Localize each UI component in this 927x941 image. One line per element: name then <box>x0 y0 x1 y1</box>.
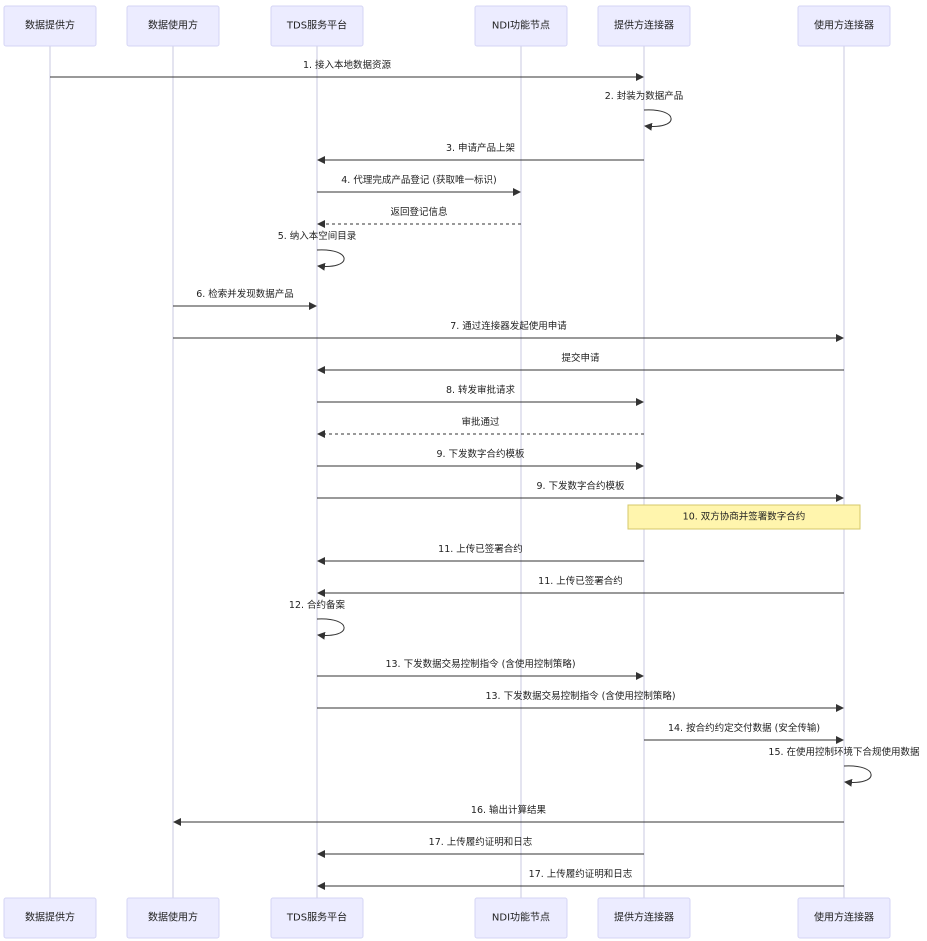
message-label: 9. 下发数字合约模板 <box>536 480 625 492</box>
actor-box <box>474 897 568 939</box>
message: 12. 合约备案 <box>289 599 346 640</box>
message: 14. 按合约约定交付数据 (安全传输) <box>644 722 844 744</box>
actor-label: TDS服务平台 <box>286 911 347 924</box>
message-label: 返回登记信息 <box>390 206 447 218</box>
message: 9. 下发数字合约模板 <box>317 480 844 502</box>
actors-top: 数据提供方 数据使用方 TDS服务平台 NDI功能节点 提供方连接器 使用方连接器 <box>3 5 891 47</box>
message-label: 1. 接入本地数据资源 <box>303 59 392 71</box>
message: 15. 在使用控制环境下合规使用数据 <box>768 746 920 787</box>
message-label: 16. 输出计算结果 <box>471 804 547 816</box>
message-label: 11. 上传已签署合约 <box>538 575 623 587</box>
actor-provider-bottom: 数据提供方 <box>3 897 97 939</box>
actor-label: 提供方连接器 <box>614 19 674 32</box>
message: 7. 通过连接器发起使用申请 <box>173 320 844 342</box>
message-label: 15. 在使用控制环境下合规使用数据 <box>768 746 920 758</box>
actor-provider-top: 数据提供方 <box>3 5 97 47</box>
actor-box <box>797 5 891 47</box>
actor-label: 数据提供方 <box>25 19 75 32</box>
message: 审批通过 <box>317 416 644 438</box>
actor-box <box>3 897 97 939</box>
message: 9. 下发数字合约模板 <box>317 448 644 470</box>
actor-label: 数据使用方 <box>148 19 198 32</box>
actor-box <box>597 5 691 47</box>
actor-box <box>270 5 364 47</box>
message: 11. 上传已签署合约 <box>317 543 644 565</box>
self-message-arrow <box>316 249 345 271</box>
actor-tds-bottom: TDS服务平台 <box>270 897 364 939</box>
message-label: 审批通过 <box>461 416 500 428</box>
message: 16. 输出计算结果 <box>173 804 844 826</box>
actor-box <box>126 897 220 939</box>
self-message-arrow <box>843 765 872 787</box>
actor-box <box>474 5 568 47</box>
actor-ndi-bottom: NDI功能节点 <box>474 897 568 939</box>
message-label: 提交申请 <box>561 352 600 364</box>
actor-tds-top: TDS服务平台 <box>270 5 364 47</box>
message-label: 13. 下发数据交易控制指令 (含使用控制策略) <box>485 690 675 702</box>
message: 返回登记信息 <box>317 206 521 228</box>
message-label: 2. 封装为数据产品 <box>605 90 684 102</box>
actor-label: 数据提供方 <box>25 911 75 924</box>
message-label: 12. 合约备案 <box>289 599 346 611</box>
message: 4. 代理完成产品登记 (获取唯一标识) <box>317 174 521 196</box>
actor-label: NDI功能节点 <box>492 911 550 924</box>
message-label: 4. 代理完成产品登记 (获取唯一标识) <box>341 174 497 186</box>
messages: 1. 接入本地数据资源 2. 封装为数据产品 3. 申请产品上架 4. 代理完成产品登… <box>50 59 920 890</box>
message-label: 8. 转发审批请求 <box>446 384 516 396</box>
actor-box <box>126 5 220 47</box>
actor-consumer-bottom: 数据使用方 <box>126 897 220 939</box>
actor-label: NDI功能节点 <box>492 19 550 32</box>
message-label: 17. 上传履约证明和日志 <box>429 836 533 848</box>
actor-label: 数据使用方 <box>148 911 198 924</box>
message-label: 7. 通过连接器发起使用申请 <box>450 320 567 332</box>
message: 13. 下发数据交易控制指令 (含使用控制策略) <box>317 658 644 680</box>
actor-pconn-bottom: 提供方连接器 <box>597 897 691 939</box>
actor-box <box>270 897 364 939</box>
note: 10. 双方协商并签署数字合约 <box>627 504 861 530</box>
message: 13. 下发数据交易控制指令 (含使用控制策略) <box>317 690 844 712</box>
self-message-arrow <box>316 618 345 640</box>
actor-label: 提供方连接器 <box>614 911 674 924</box>
message: 提交申请 <box>317 352 844 374</box>
message-label: 5. 纳入本空间目录 <box>278 230 357 242</box>
message: 17. 上传履约证明和日志 <box>317 868 844 890</box>
message: 1. 接入本地数据资源 <box>50 59 644 81</box>
lifelines <box>49 46 845 898</box>
note-text: 10. 双方协商并签署数字合约 <box>683 511 806 523</box>
message: 11. 上传已签署合约 <box>317 575 844 597</box>
actors-bottom: 数据提供方 数据使用方 TDS服务平台 NDI功能节点 提供方连接器 使用方连接器 <box>3 897 891 939</box>
actor-label: TDS服务平台 <box>286 19 347 32</box>
message-label: 13. 下发数据交易控制指令 (含使用控制策略) <box>385 658 575 670</box>
actor-consumer-top: 数据使用方 <box>126 5 220 47</box>
message: 3. 申请产品上架 <box>317 142 644 164</box>
actor-ndi-top: NDI功能节点 <box>474 5 568 47</box>
actor-cconn-top: 使用方连接器 <box>797 5 891 47</box>
actor-pconn-top: 提供方连接器 <box>597 5 691 47</box>
actor-box <box>597 897 691 939</box>
self-message-arrow <box>643 109 672 131</box>
message: 2. 封装为数据产品 <box>605 90 684 131</box>
message: 5. 纳入本空间目录 <box>278 230 357 271</box>
actor-label: 使用方连接器 <box>814 911 874 924</box>
message: 8. 转发审批请求 <box>317 384 644 406</box>
actor-box <box>3 5 97 47</box>
actor-box <box>797 897 891 939</box>
message-label: 17. 上传履约证明和日志 <box>529 868 633 880</box>
message: 6. 检索并发现数据产品 <box>173 288 317 310</box>
note-box <box>627 504 861 530</box>
message-label: 9. 下发数字合约模板 <box>436 448 525 460</box>
message: 17. 上传履约证明和日志 <box>317 836 644 858</box>
actor-label: 使用方连接器 <box>814 19 874 32</box>
message-label: 3. 申请产品上架 <box>446 142 516 154</box>
message-label: 11. 上传已签署合约 <box>438 543 523 555</box>
message-label: 6. 检索并发现数据产品 <box>196 288 294 300</box>
actor-cconn-bottom: 使用方连接器 <box>797 897 891 939</box>
message-label: 14. 按合约约定交付数据 (安全传输) <box>668 722 820 734</box>
